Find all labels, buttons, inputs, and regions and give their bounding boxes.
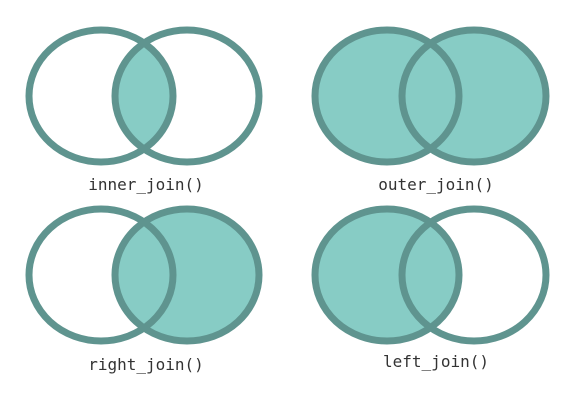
intersection-fill [115, 30, 173, 162]
right-set-circle [398, 26, 550, 166]
left-set-circle [311, 26, 463, 166]
outer-join-label: outer_join() [378, 175, 494, 194]
left-set-fill [315, 209, 459, 341]
venn-right-join: right_join() [25, 205, 263, 374]
left-set-circle [311, 205, 463, 345]
right-set-circle [111, 205, 263, 345]
venn-left-join: left_join() [311, 205, 550, 371]
venn-outer-join: outer_join() [311, 26, 550, 194]
left-set-circle [25, 26, 177, 166]
venn-inner-join: inner_join() [25, 26, 263, 194]
inner-join-label: inner_join() [88, 175, 204, 194]
right-set-fill [402, 30, 546, 162]
right-set-circle [111, 26, 263, 166]
right-join-label: right_join() [88, 355, 204, 374]
left-join-label: left_join() [383, 352, 489, 371]
right-set-circle [398, 205, 550, 345]
left-set-circle [25, 205, 177, 345]
right-set-fill [115, 209, 259, 341]
